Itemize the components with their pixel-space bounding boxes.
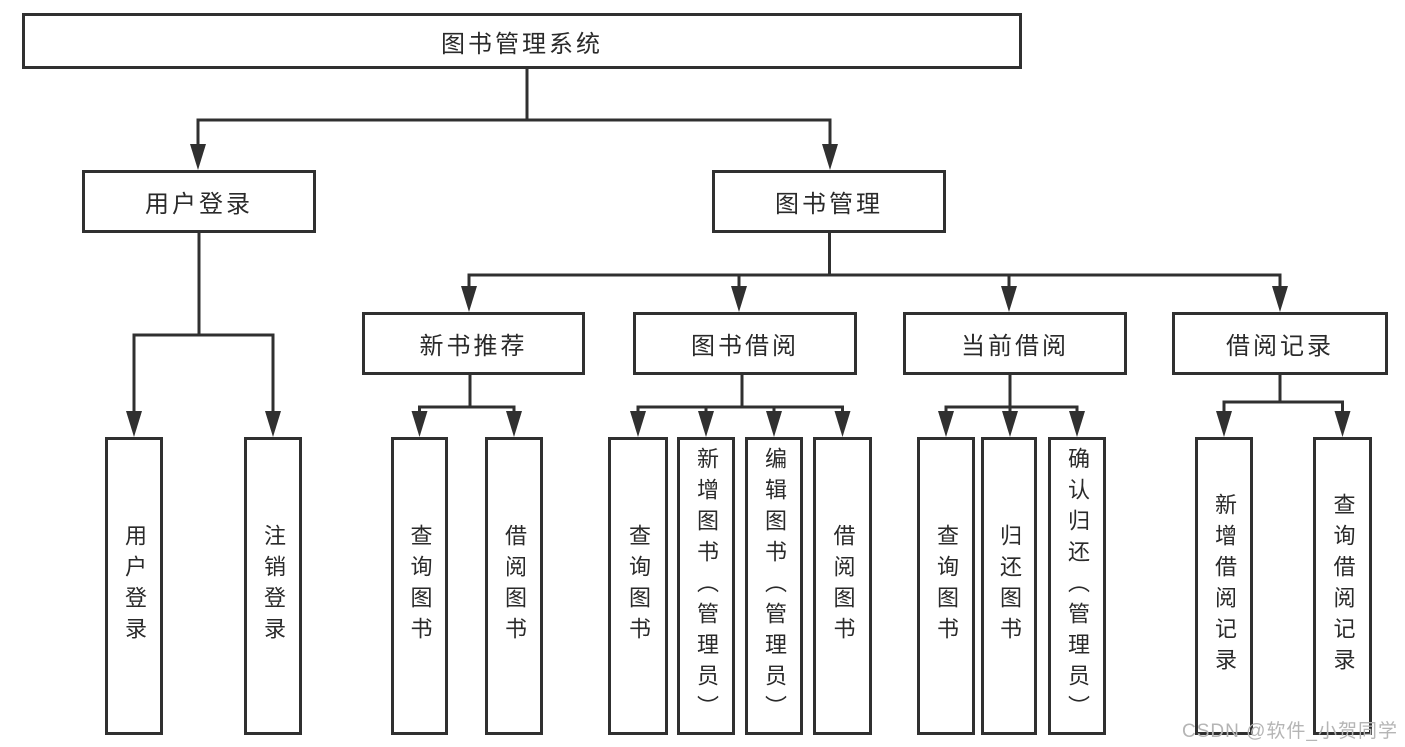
user-login-label: 用户登录 [145, 191, 253, 218]
leaf-nbr-query-book-box: 查询图书 [391, 437, 448, 735]
book-borrow-box: 图书借阅 [633, 312, 857, 375]
leaf-cb-return-book-box: 归还图书 [981, 437, 1037, 735]
new-book-rec-box: 新书推荐 [362, 312, 585, 375]
current-borrow-label: 当前借阅 [961, 333, 1069, 360]
root-box: 图书管理系统 [22, 13, 1022, 69]
leaf-bb-add-book-label: 新增图书（管理员） [694, 446, 719, 726]
borrow-records-label: 借阅记录 [1226, 333, 1334, 360]
leaf-br-add-record-box: 新增借阅记录 [1195, 437, 1253, 735]
root-label: 图书管理系统 [441, 30, 603, 58]
leaf-logout-box: 注销登录 [244, 437, 302, 735]
book-mgmt-label: 图书管理 [775, 191, 883, 218]
new-book-rec-label: 新书推荐 [419, 333, 528, 360]
leaf-cb-confirm-return-box: 确认归还（管理员） [1048, 437, 1106, 735]
leaf-cb-return-book-label: 归还图书 [997, 524, 1022, 648]
leaf-logout-label: 注销登录 [261, 524, 286, 648]
leaf-cb-query-book-label: 查询图书 [934, 524, 959, 648]
leaf-bb-borrow-book-box: 借阅图书 [813, 437, 872, 735]
leaf-bb-add-book-box: 新增图书（管理员） [677, 437, 735, 735]
current-borrow-box: 当前借阅 [903, 312, 1127, 375]
leaf-user-login-box: 用户登录 [105, 437, 163, 735]
leaf-nbr-borrow-book-box: 借阅图书 [485, 437, 543, 735]
leaf-nbr-borrow-book-label: 借阅图书 [502, 524, 527, 648]
leaf-bb-borrow-book-label: 借阅图书 [830, 524, 856, 648]
leaf-br-query-record-box: 查询借阅记录 [1313, 437, 1372, 735]
book-borrow-label: 图书借阅 [691, 333, 799, 360]
leaf-user-login-label: 用户登录 [122, 524, 147, 648]
leaf-br-add-record-label: 新增借阅记录 [1212, 493, 1237, 679]
leaf-bb-query-book-label: 查询图书 [626, 524, 651, 648]
book-mgmt-box: 图书管理 [712, 170, 946, 233]
csdn-watermark: CSDN @软件_小贺同学 [1182, 721, 1398, 742]
leaf-br-query-record-label: 查询借阅记录 [1330, 493, 1356, 679]
leaf-bb-edit-book-label: 编辑图书（管理员） [762, 446, 787, 726]
leaf-cb-confirm-return-label: 确认归还（管理员） [1065, 446, 1090, 726]
borrow-records-box: 借阅记录 [1172, 312, 1388, 375]
user-login-box: 用户登录 [82, 170, 316, 233]
leaf-cb-query-book-box: 查询图书 [917, 437, 975, 735]
leaf-nbr-query-book-label: 查询图书 [407, 524, 433, 648]
leaf-bb-query-book-box: 查询图书 [608, 437, 668, 735]
leaf-bb-edit-book-box: 编辑图书（管理员） [745, 437, 803, 735]
